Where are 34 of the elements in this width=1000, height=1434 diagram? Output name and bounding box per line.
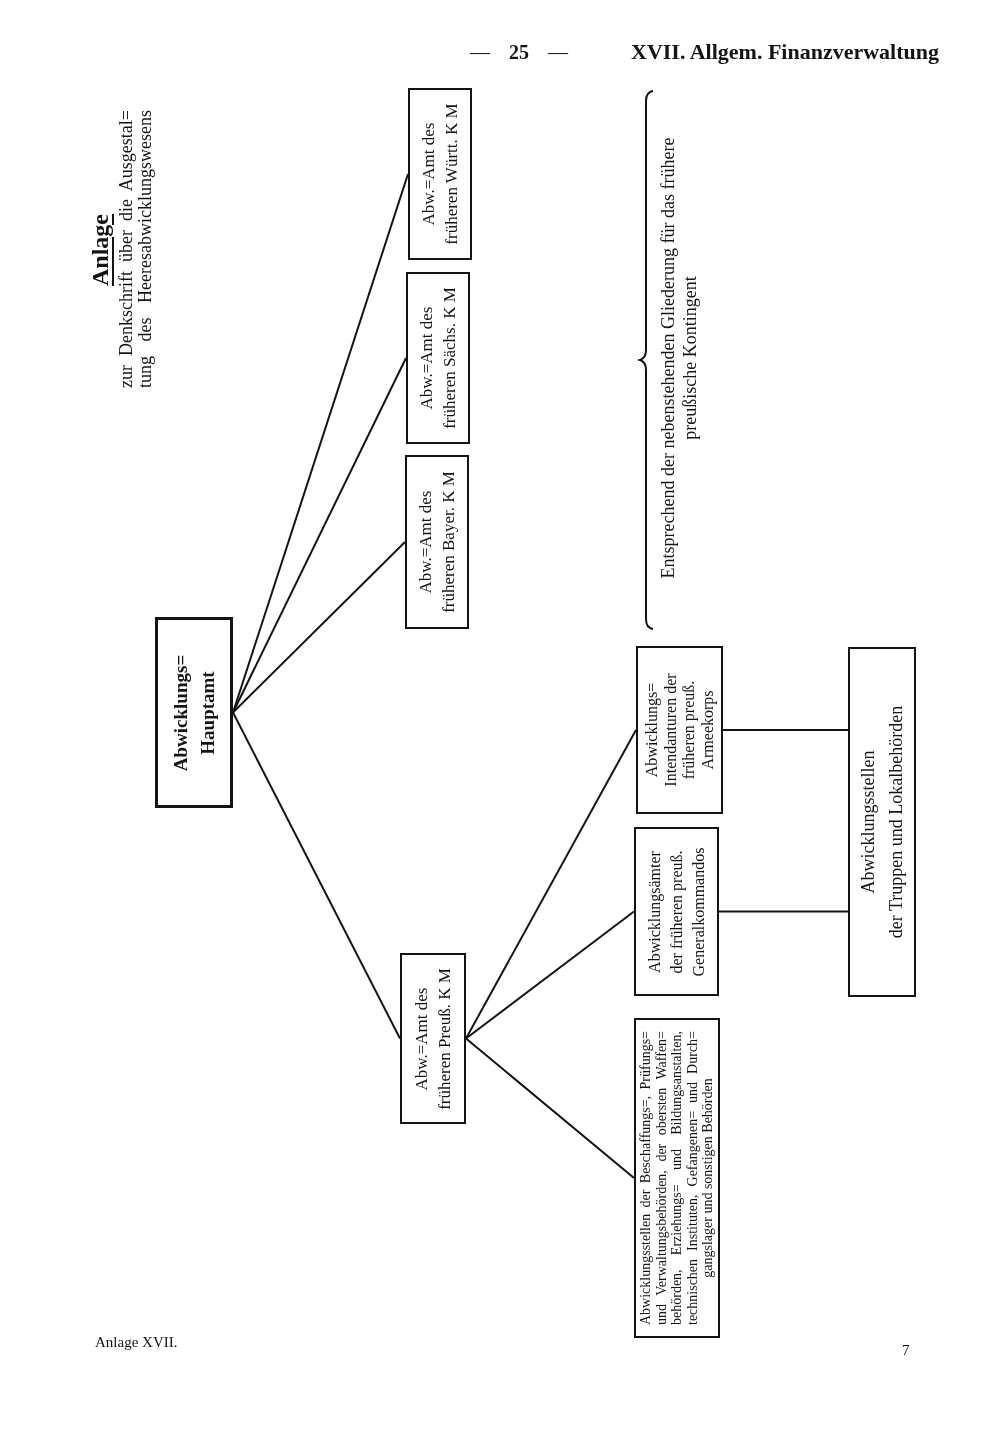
- subtitle: zur Denkschrift über die Ausgestal= tung des Heeresabwicklungswesens: [117, 110, 155, 388]
- connector-line: [232, 173, 409, 714]
- box-label: Abwicklungs= Intendanturen der früheren preuß. Armeekorps: [642, 672, 717, 789]
- box-label: Abw.=Amt des früheren Sächs. K M: [416, 286, 460, 431]
- org-box: [634, 1018, 720, 1338]
- org-box: [400, 953, 466, 1124]
- connector-line: [465, 1037, 635, 1179]
- connector-line: [232, 711, 401, 1040]
- connector-line: [722, 729, 849, 731]
- org-box: [155, 617, 233, 808]
- page-number: — 25 —: [470, 40, 568, 64]
- appendix-label: Anlage XVII.: [95, 1333, 178, 1351]
- box-label: Abw.=Amt des früheren Preuß. K M: [411, 966, 455, 1112]
- org-box: [636, 646, 723, 814]
- connector-line: [718, 910, 849, 913]
- connector-line: [465, 910, 635, 1040]
- org-box: [634, 827, 719, 996]
- title: Anlage: [86, 214, 114, 286]
- org-box: [406, 272, 470, 444]
- connector-line: [232, 357, 407, 714]
- box-label: Abwicklungs= Hauptamt: [169, 653, 219, 773]
- box-label: Abw.=Amt des früheren Württ. K M: [418, 102, 462, 247]
- box-label: Abwicklungsstellen der Beschaffungs=, Prüfungs= und Verwaltungsbehörden, der obersten Waffen= behörden, Erziehungs= und Bildungsanstalten, technischen Instituten, Gefangenen= und Durch= gangslager und sonstigen Behörden: [638, 1031, 716, 1325]
- page-number: 7: [902, 1341, 910, 1359]
- running-head: XVII. Allgem. Finanzverwaltung: [631, 39, 939, 66]
- box-label: Abwicklungsämter der früheren preuß. Generalkommandos: [644, 846, 708, 978]
- box-label: Abw.=Amt des früheren Bayer. K M: [415, 470, 459, 615]
- brace-note: Entsprechend der nebenstehenden Gliederung für das frühere preußische Kontingent: [657, 136, 701, 581]
- box-label: Abwicklungsstellen: [857, 750, 879, 894]
- org-box: [848, 647, 916, 997]
- connector-line: [232, 541, 406, 714]
- box-label: der Truppen und Lokalbehörden: [885, 705, 907, 939]
- org-box: [405, 455, 469, 629]
- org-box: [408, 88, 472, 260]
